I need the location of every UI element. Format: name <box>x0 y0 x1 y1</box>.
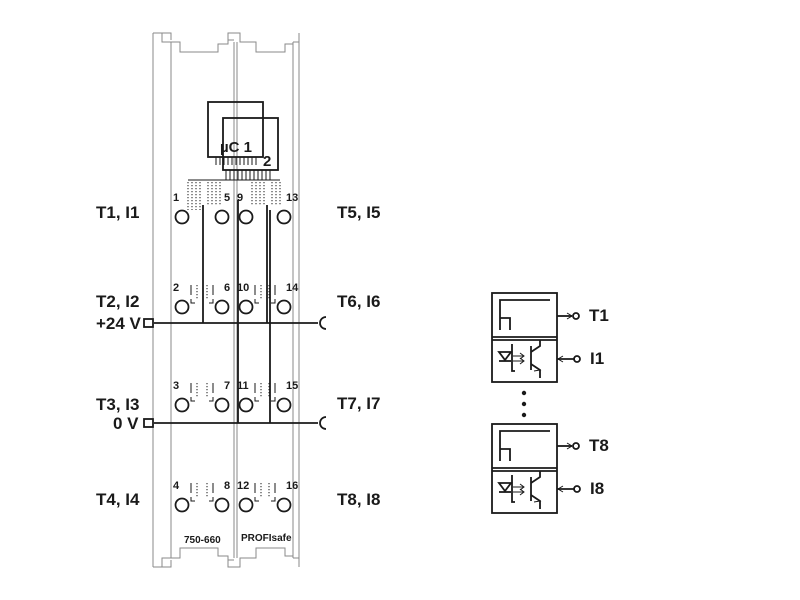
terminal-1: 1 <box>173 192 190 225</box>
terminal-number: 4 <box>173 480 180 492</box>
terminal-10: 10 <box>237 282 262 315</box>
schematic-output-t1: T1 <box>589 306 609 325</box>
terminal-24v <box>143 318 154 328</box>
connector-right-0v <box>319 416 327 430</box>
label-t1-i1: T1, I1 <box>96 203 139 222</box>
terminal-13: 13 <box>276 192 298 225</box>
terminal-number: 10 <box>237 282 249 294</box>
schematic-output-t8: T8 <box>589 436 609 455</box>
terminal-number: 11 <box>237 380 249 392</box>
terminal-number: 7 <box>224 380 230 392</box>
label-plus24v: +24 V <box>96 314 142 333</box>
terminal-11: 11 <box>237 380 262 413</box>
internal-wiring <box>143 200 327 430</box>
terminal-number: 12 <box>237 480 249 492</box>
schematic-input-i1: I1 <box>590 349 604 368</box>
part-number: 750-660 <box>184 535 221 546</box>
terminal-8: 8 <box>206 480 230 513</box>
label-0v: 0 V <box>113 414 139 433</box>
product-name: PROFIsafe <box>241 533 292 544</box>
label-t4-i4: T4, I4 <box>96 490 140 509</box>
terminal-7: 7 <box>206 380 230 413</box>
optocoupler-icon <box>497 340 542 378</box>
terminal-number: 5 <box>224 192 230 204</box>
terminal-2: 2 <box>173 282 198 315</box>
terminal-number: 14 <box>286 282 299 294</box>
terminal-9: 9 <box>237 192 254 225</box>
terminal-16: 16 <box>268 480 298 513</box>
microcontroller-chips: µC 1 2 <box>187 101 281 210</box>
terminal-number: 1 <box>173 192 179 204</box>
terminal-12: 12 <box>237 480 262 513</box>
terminal-labels-right: T5, I5 T6, I6 T7, I7 T8, I8 <box>337 203 380 509</box>
terminal-3: 3 <box>173 380 198 413</box>
label-t8-i8: T8, I8 <box>337 490 380 509</box>
terminal-number: 16 <box>286 480 298 492</box>
label-t3-i3: T3, I3 <box>96 395 139 414</box>
terminal-0v <box>143 418 154 428</box>
mcu2-label: 2 <box>263 153 271 170</box>
label-t5-i5: T5, I5 <box>337 203 380 222</box>
terminal-number: 8 <box>224 480 230 492</box>
optocoupler-icon <box>497 471 542 509</box>
terminal-4: 4 <box>173 480 198 513</box>
terminal-number: 2 <box>173 282 179 294</box>
label-t2-i2: T2, I2 <box>96 292 139 311</box>
label-t6-i6: T6, I6 <box>337 292 380 311</box>
terminal-number: 15 <box>286 380 298 392</box>
terminal-15: 15 <box>268 380 298 413</box>
mcu1-label: µC 1 <box>220 139 252 156</box>
label-t7-i7: T7, I7 <box>337 394 380 413</box>
terminal-6: 6 <box>206 282 230 315</box>
terminal-5: 5 <box>214 192 230 225</box>
module-housing <box>152 32 300 568</box>
terminal-labels-left: T1, I1 T2, I2 +24 V T3, I3 0 V T4, I4 <box>96 203 142 509</box>
terminal-number: 13 <box>286 192 298 204</box>
terminal-number: 9 <box>237 192 243 204</box>
connector-right-24v <box>319 316 327 330</box>
channel-schematic: T1 I1 T8 I8 <box>491 292 609 514</box>
terminal-14: 14 <box>268 282 299 315</box>
terminal-number: 6 <box>224 282 230 294</box>
terminal-number: 3 <box>173 380 179 392</box>
schematic-input-i8: I8 <box>590 479 604 498</box>
